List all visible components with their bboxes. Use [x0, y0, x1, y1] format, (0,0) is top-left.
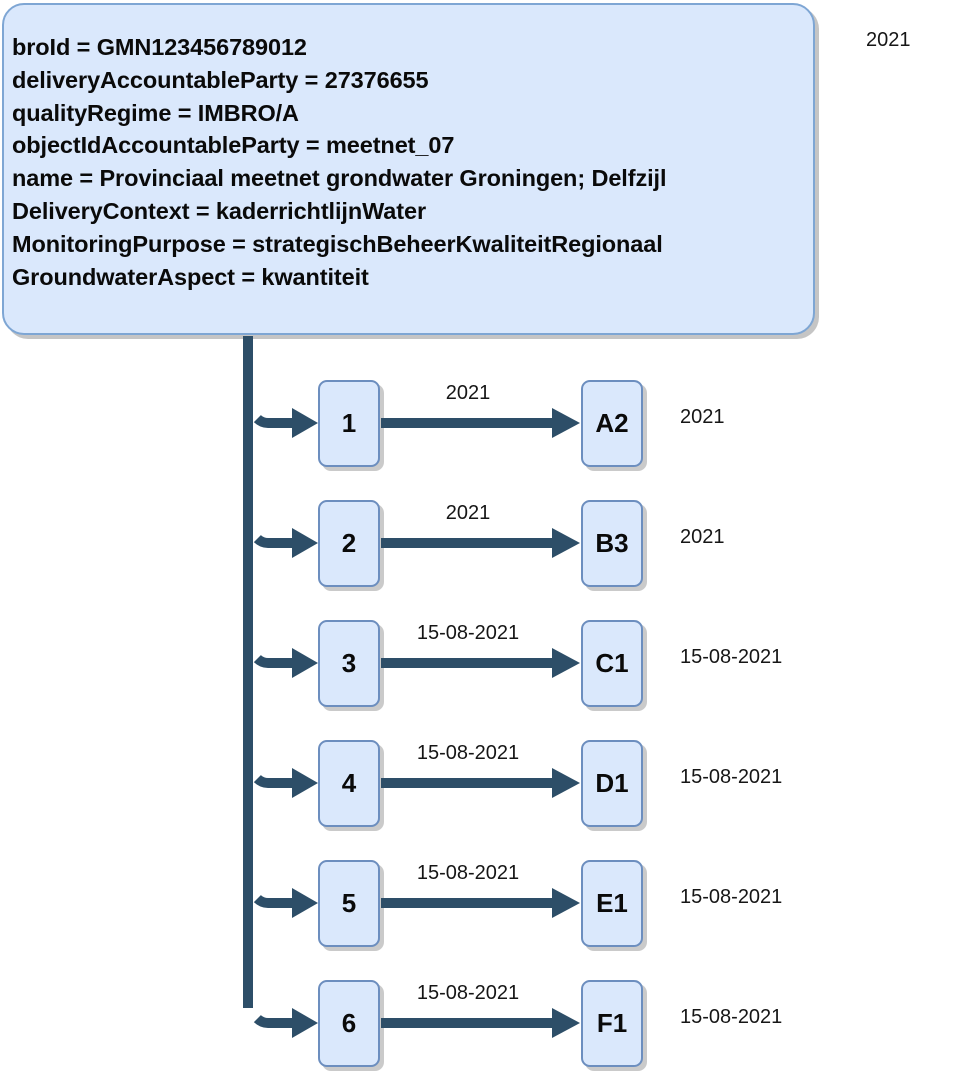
target-node[interactable]: B3 — [581, 500, 643, 587]
edge-label: 15-08-2021 — [416, 622, 520, 644]
diagram-row: 2 2021 B3 2021 — [0, 500, 960, 596]
elbow-arrowhead-icon — [292, 408, 318, 438]
target-node[interactable]: E1 — [581, 860, 643, 947]
attribute-line-deliverycontext: DeliveryContext = kaderrichtlijnWater — [12, 197, 426, 224]
edge-arrowhead-icon — [552, 768, 580, 798]
edge-arrowhead-icon — [552, 1008, 580, 1038]
edge-arrowhead-icon — [552, 648, 580, 678]
diagram-row: 3 15-08-2021 C1 15-08-2021 — [0, 620, 960, 716]
elbow-arrowhead-icon — [292, 1008, 318, 1038]
target-node[interactable]: C1 — [581, 620, 643, 707]
elbow-connector — [248, 505, 284, 548]
trailing-date-label: 15-08-2021 — [680, 886, 783, 908]
target-node[interactable]: D1 — [581, 740, 643, 827]
elbow-connector — [248, 865, 284, 908]
elbow-stub — [280, 1018, 294, 1028]
edge-label: 15-08-2021 — [416, 982, 520, 1004]
trailing-date-label: 15-08-2021 — [680, 766, 783, 788]
elbow-connector — [248, 745, 284, 788]
edge-label: 2021 — [445, 382, 491, 404]
source-node[interactable]: 2 — [318, 500, 380, 587]
edge-line — [381, 658, 555, 668]
elbow-arrowhead-icon — [292, 648, 318, 678]
elbow-stub — [280, 538, 294, 548]
trailing-date-label: 2021 — [680, 406, 725, 428]
target-node[interactable]: A2 — [581, 380, 643, 467]
source-node[interactable]: 1 — [318, 380, 380, 467]
elbow-stub — [280, 418, 294, 428]
edge-label: 2021 — [445, 502, 491, 524]
elbow-arrowhead-icon — [292, 768, 318, 798]
edge-label: 15-08-2021 — [416, 862, 520, 884]
gmn-attribute-list: broId = GMN123456789012 deliveryAccounta… — [12, 31, 805, 293]
diagram-row: 6 15-08-2021 F1 15-08-2021 — [0, 980, 960, 1076]
source-node[interactable]: 6 — [318, 980, 380, 1067]
edge-line — [381, 538, 555, 548]
elbow-stub — [280, 898, 294, 908]
corner-date-label: 2021 — [866, 29, 911, 51]
gmn-attribute-box[interactable]: broId = GMN123456789012 deliveryAccounta… — [2, 3, 815, 335]
attribute-line-qualityregime: qualityRegime = IMBRO/A — [12, 99, 299, 126]
target-node[interactable]: F1 — [581, 980, 643, 1067]
edge-line — [381, 778, 555, 788]
diagram-row: 4 15-08-2021 D1 15-08-2021 — [0, 740, 960, 836]
elbow-stub — [280, 778, 294, 788]
elbow-arrowhead-icon — [292, 888, 318, 918]
source-node[interactable]: 5 — [318, 860, 380, 947]
source-node[interactable]: 4 — [318, 740, 380, 827]
attribute-line-objectidaccountableparty: objectIdAccountableParty = meetnet_07 — [12, 132, 455, 159]
edge-label: 15-08-2021 — [416, 742, 520, 764]
elbow-arrowhead-icon — [292, 528, 318, 558]
edge-arrowhead-icon — [552, 888, 580, 918]
trailing-date-label: 2021 — [680, 526, 725, 548]
attribute-line-monitoringpurpose: MonitoringPurpose = strategischBeheerKwa… — [12, 230, 663, 257]
edge-line — [381, 418, 555, 428]
trailing-date-label: 15-08-2021 — [680, 1006, 783, 1028]
attribute-line-broid: broId = GMN123456789012 — [12, 34, 307, 60]
edge-line — [381, 898, 555, 908]
elbow-connector — [248, 625, 284, 668]
diagram-row: 1 2021 A2 2021 — [0, 380, 960, 476]
edge-arrowhead-icon — [552, 528, 580, 558]
attribute-line-name: name = Provinciaal meetnet grondwater Gr… — [12, 165, 667, 192]
edge-line — [381, 1018, 555, 1028]
elbow-stub — [280, 658, 294, 668]
attribute-line-groundwateraspect: GroundwaterAspect = kwantiteit — [12, 263, 369, 290]
diagram-row: 5 15-08-2021 E1 15-08-2021 — [0, 860, 960, 956]
trailing-date-label: 15-08-2021 — [680, 646, 783, 668]
edge-arrowhead-icon — [552, 408, 580, 438]
elbow-connector — [248, 385, 284, 428]
elbow-connector — [248, 985, 284, 1028]
source-node[interactable]: 3 — [318, 620, 380, 707]
attribute-line-deliveryaccountableparty: deliveryAccountableParty = 27376655 — [12, 66, 429, 93]
trunk-connector-line — [243, 336, 253, 1008]
